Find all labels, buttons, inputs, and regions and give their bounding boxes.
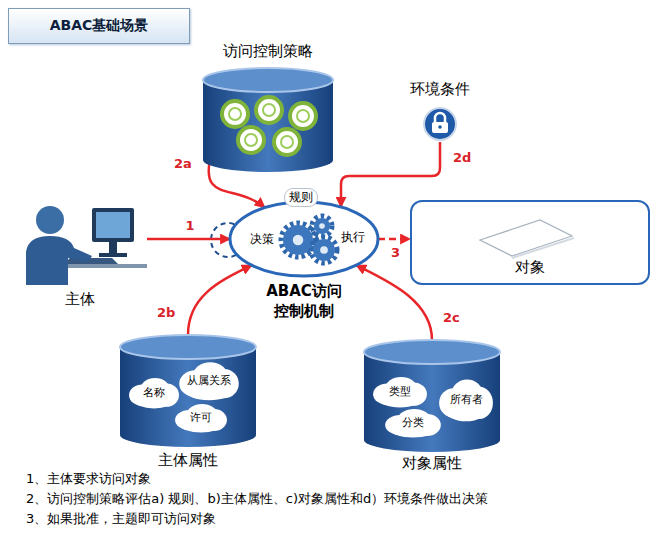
attribute-cloud: 名称 xyxy=(128,377,180,409)
keyboard xyxy=(64,258,118,264)
policy-icon-core xyxy=(263,104,275,116)
policy-icon-ring xyxy=(256,97,282,123)
lock-keyhole xyxy=(438,125,442,129)
connector-arrow xyxy=(147,238,230,241)
monitor-frame xyxy=(92,208,134,242)
connector-arrow xyxy=(341,142,440,207)
cloud-label: 名称 xyxy=(143,386,165,399)
policy-icon-ring xyxy=(238,127,264,153)
cloud-label: 从属关系 xyxy=(187,374,231,387)
policy-icon-ring xyxy=(274,129,300,155)
subject-user: 主体 xyxy=(12,190,147,315)
object-attributes: 对象属性 类型分类 所有者 xyxy=(362,340,502,475)
callout-number: 2c xyxy=(442,310,461,326)
gear-teeth xyxy=(312,216,332,236)
subject-attributes: 主体属性 名称 从属关系许可 xyxy=(118,335,258,470)
cloud-label: 所有者 xyxy=(450,393,483,406)
cylinder-cap xyxy=(203,68,333,92)
node-label: 主体 xyxy=(65,290,95,310)
document-sheet xyxy=(480,220,572,256)
title-box: ABAC基础场景 xyxy=(8,8,190,44)
cloud-label: 许可 xyxy=(190,411,212,424)
policy-icon-core xyxy=(297,110,309,122)
caption-line: 1、主体要求访问对象 xyxy=(26,470,151,488)
cylinder-drawing xyxy=(201,68,335,172)
node-label: 访问控制策略 xyxy=(223,42,313,62)
person-shape xyxy=(12,190,147,285)
gear-body xyxy=(283,225,313,255)
cylinder-cap xyxy=(120,335,256,359)
rule-tag: 规则 xyxy=(284,188,318,207)
monitor-stand xyxy=(109,242,117,254)
caption-line: 2、访问控制策略评估a) 规则、b)主体属性、c)对象属性和d）环境条件做出决策 xyxy=(26,490,488,508)
document-shadow xyxy=(512,238,574,258)
abac-mechanism: ABAC访问 控制机制 xyxy=(226,192,382,337)
cylinder-body xyxy=(364,352,500,452)
gear-body xyxy=(313,239,335,261)
attribute-cloud: 许可 xyxy=(174,403,228,433)
diagram-title: ABAC基础场景 xyxy=(50,17,149,35)
attribute-cloud: 从属关系 xyxy=(178,361,240,401)
cloud-label: 类型 xyxy=(389,385,411,398)
environment-condition: 环境条件 xyxy=(385,80,495,144)
node-label: 环境条件 xyxy=(410,80,470,100)
gear-hub xyxy=(320,246,328,254)
lock-icon xyxy=(423,106,457,142)
object-box: 对象 xyxy=(410,200,650,285)
lock-disc xyxy=(424,108,456,140)
user-body xyxy=(26,236,92,285)
gear-hub xyxy=(319,223,325,229)
lock-body xyxy=(432,122,448,133)
caption-line: 3、如果批准，主题即可访问对象 xyxy=(26,510,216,528)
attribute-cloud: 分类 xyxy=(384,408,442,438)
node-label: 对象 xyxy=(515,258,545,278)
cylinder-body xyxy=(120,347,256,447)
connector-arrow xyxy=(188,265,252,335)
attribute-cloud: 所有者 xyxy=(438,378,494,422)
callout-number: 3 xyxy=(390,245,401,261)
policy-store: 访问控制策略 xyxy=(198,42,338,174)
user-at-computer xyxy=(12,190,147,285)
lock-shackle xyxy=(435,113,445,123)
monitor-base xyxy=(99,253,127,257)
node-label: 对象属性 xyxy=(402,454,462,474)
policy-icon-core xyxy=(245,134,257,146)
callout-number: 2d xyxy=(452,150,472,166)
policy-icon-core xyxy=(281,136,293,148)
mechanism-outline xyxy=(230,202,378,276)
node-label: ABAC访问 控制机制 xyxy=(258,282,350,321)
policy-icon-ring xyxy=(290,103,316,129)
callout-number: 1 xyxy=(185,218,196,234)
connector-arrow xyxy=(378,238,410,241)
enforce-tag: 执行 xyxy=(341,229,365,246)
attribute-cloud: 类型 xyxy=(372,376,428,408)
gear-body xyxy=(314,218,330,234)
gear-hub xyxy=(293,235,304,246)
lock-shape xyxy=(423,106,457,142)
callout-number: 2b xyxy=(156,305,176,321)
node-label: 主体属性 xyxy=(158,451,218,471)
cylinder-body xyxy=(203,80,333,172)
policy-shape xyxy=(201,68,335,172)
policy-icon-core xyxy=(229,108,241,120)
user-head xyxy=(36,206,64,234)
monitor-screen xyxy=(96,212,130,238)
policy-icon-ring xyxy=(222,101,248,127)
cloud-label: 分类 xyxy=(402,416,424,429)
callout-number: 2a xyxy=(173,156,193,172)
decision-tag: 决策 xyxy=(250,231,274,248)
gear-teeth xyxy=(311,237,337,263)
cylinder-cap xyxy=(364,340,500,364)
